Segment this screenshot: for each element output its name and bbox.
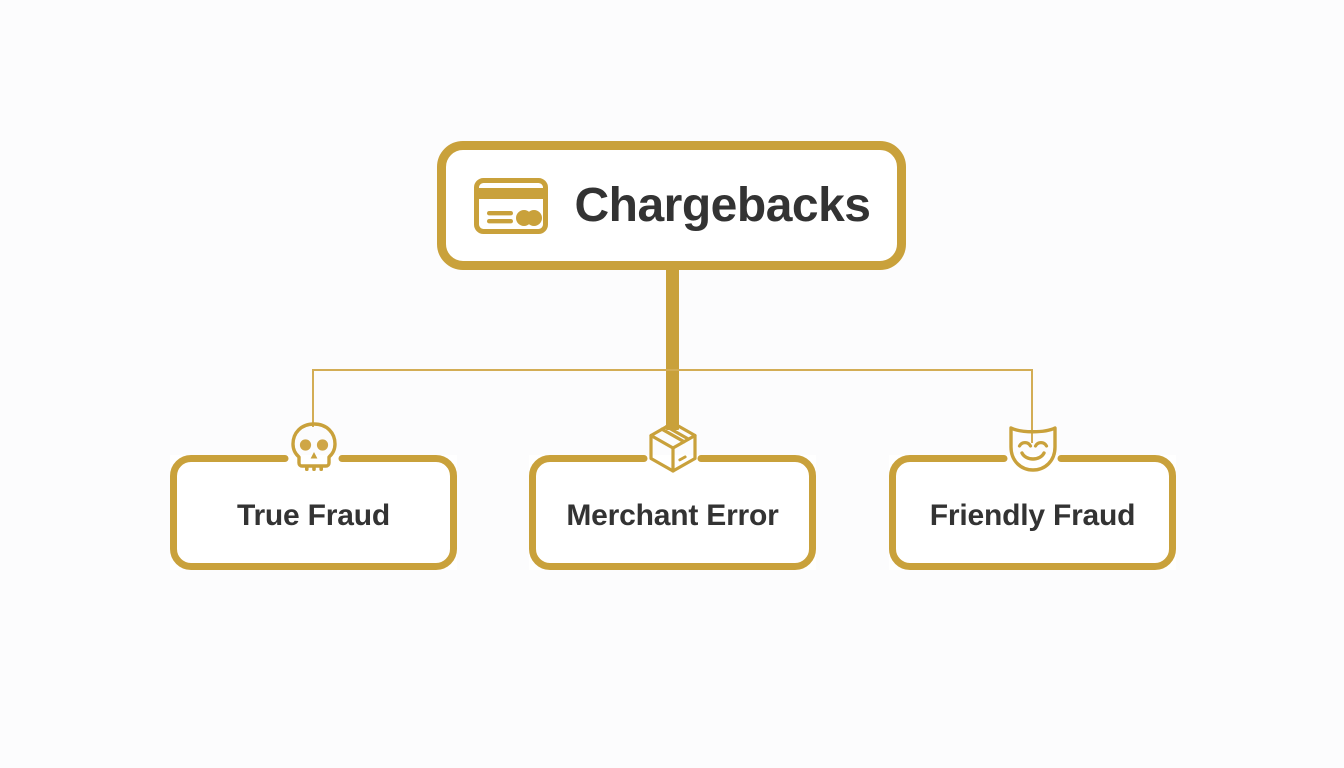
connector-horizontal-bar [312,369,1033,371]
package-box-icon [648,421,697,473]
credit-card-icon [473,177,548,234]
connector-drop-left [312,369,314,427]
theater-mask-icon [1008,426,1057,472]
node-friendly-fraud[interactable]: Friendly Fraud [889,426,1176,570]
skull-icon [290,422,337,471]
node-merchant-error-label: Merchant Error [566,498,779,532]
node-true-fraud-label: True Fraud [236,498,391,532]
connector-trunk-vertical [666,265,679,430]
root-node-label: Chargebacks [574,178,871,232]
node-true-fraud[interactable]: True Fraud [170,422,457,570]
node-merchant-error[interactable]: Merchant Error [529,421,816,570]
node-friendly-fraud-label: Friendly Fraud [929,498,1136,532]
node-chargebacks[interactable]: Chargebacks [437,141,906,270]
connector-drop-right [1031,369,1033,443]
